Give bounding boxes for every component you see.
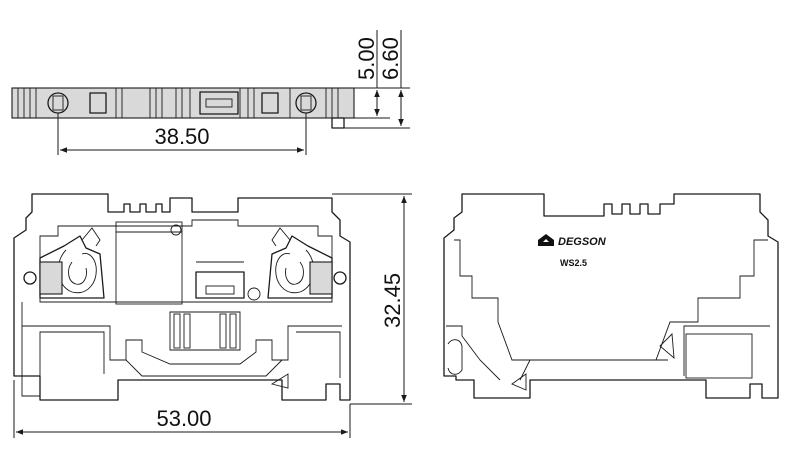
- front-lower-slopes: [39, 331, 341, 378]
- degson-logo: DEGSON: [538, 234, 607, 248]
- side-foot-triangle: [511, 373, 527, 391]
- top-port-right: [261, 92, 279, 114]
- brand-name: DEGSON: [558, 236, 607, 248]
- top-view: 38.50 5.00 6.60: [11, 30, 410, 155]
- top-screw-right-slot: [300, 95, 312, 111]
- side-inner-profile: [454, 239, 768, 361]
- front-center-bar: [205, 285, 235, 295]
- front-view: 53.00 32.45: [13, 193, 412, 438]
- side-view-outline: [443, 193, 779, 399]
- dim-6-label: 6.60: [378, 37, 403, 80]
- dim-32-label: 32.45: [380, 273, 405, 328]
- top-view-ribs: [17, 88, 339, 118]
- top-port-left: [89, 92, 107, 114]
- side-left-clip: [447, 339, 463, 375]
- top-view-body: [11, 87, 355, 119]
- top-screw-left-slot: [52, 95, 64, 111]
- side-foot-window: [685, 333, 753, 379]
- front-hole-mid: [247, 287, 261, 301]
- dim-5-label: 5.00: [354, 37, 379, 80]
- right-spring-clamp: [267, 227, 347, 299]
- top-center-bar: [205, 98, 233, 108]
- dim-53-label: 53.00: [156, 406, 211, 431]
- side-lower-profile: [446, 325, 770, 381]
- front-inner-cavity: [39, 219, 333, 303]
- front-center-block: [115, 221, 183, 305]
- front-lower-channel: [21, 302, 342, 397]
- left-spring-clamp: [23, 227, 105, 299]
- dim-38-label: 38.50: [154, 124, 209, 149]
- model-number: WS2.5: [560, 258, 587, 268]
- side-right-notch: [659, 332, 675, 360]
- top-center-window: [199, 91, 239, 115]
- front-center-window: [195, 271, 245, 299]
- front-hole-top: [170, 224, 182, 236]
- front-lower-slots: [173, 313, 237, 349]
- top-foot-tab: [331, 117, 345, 129]
- front-view-outline: [13, 193, 351, 401]
- side-view: DEGSON WS2.5: [443, 193, 779, 399]
